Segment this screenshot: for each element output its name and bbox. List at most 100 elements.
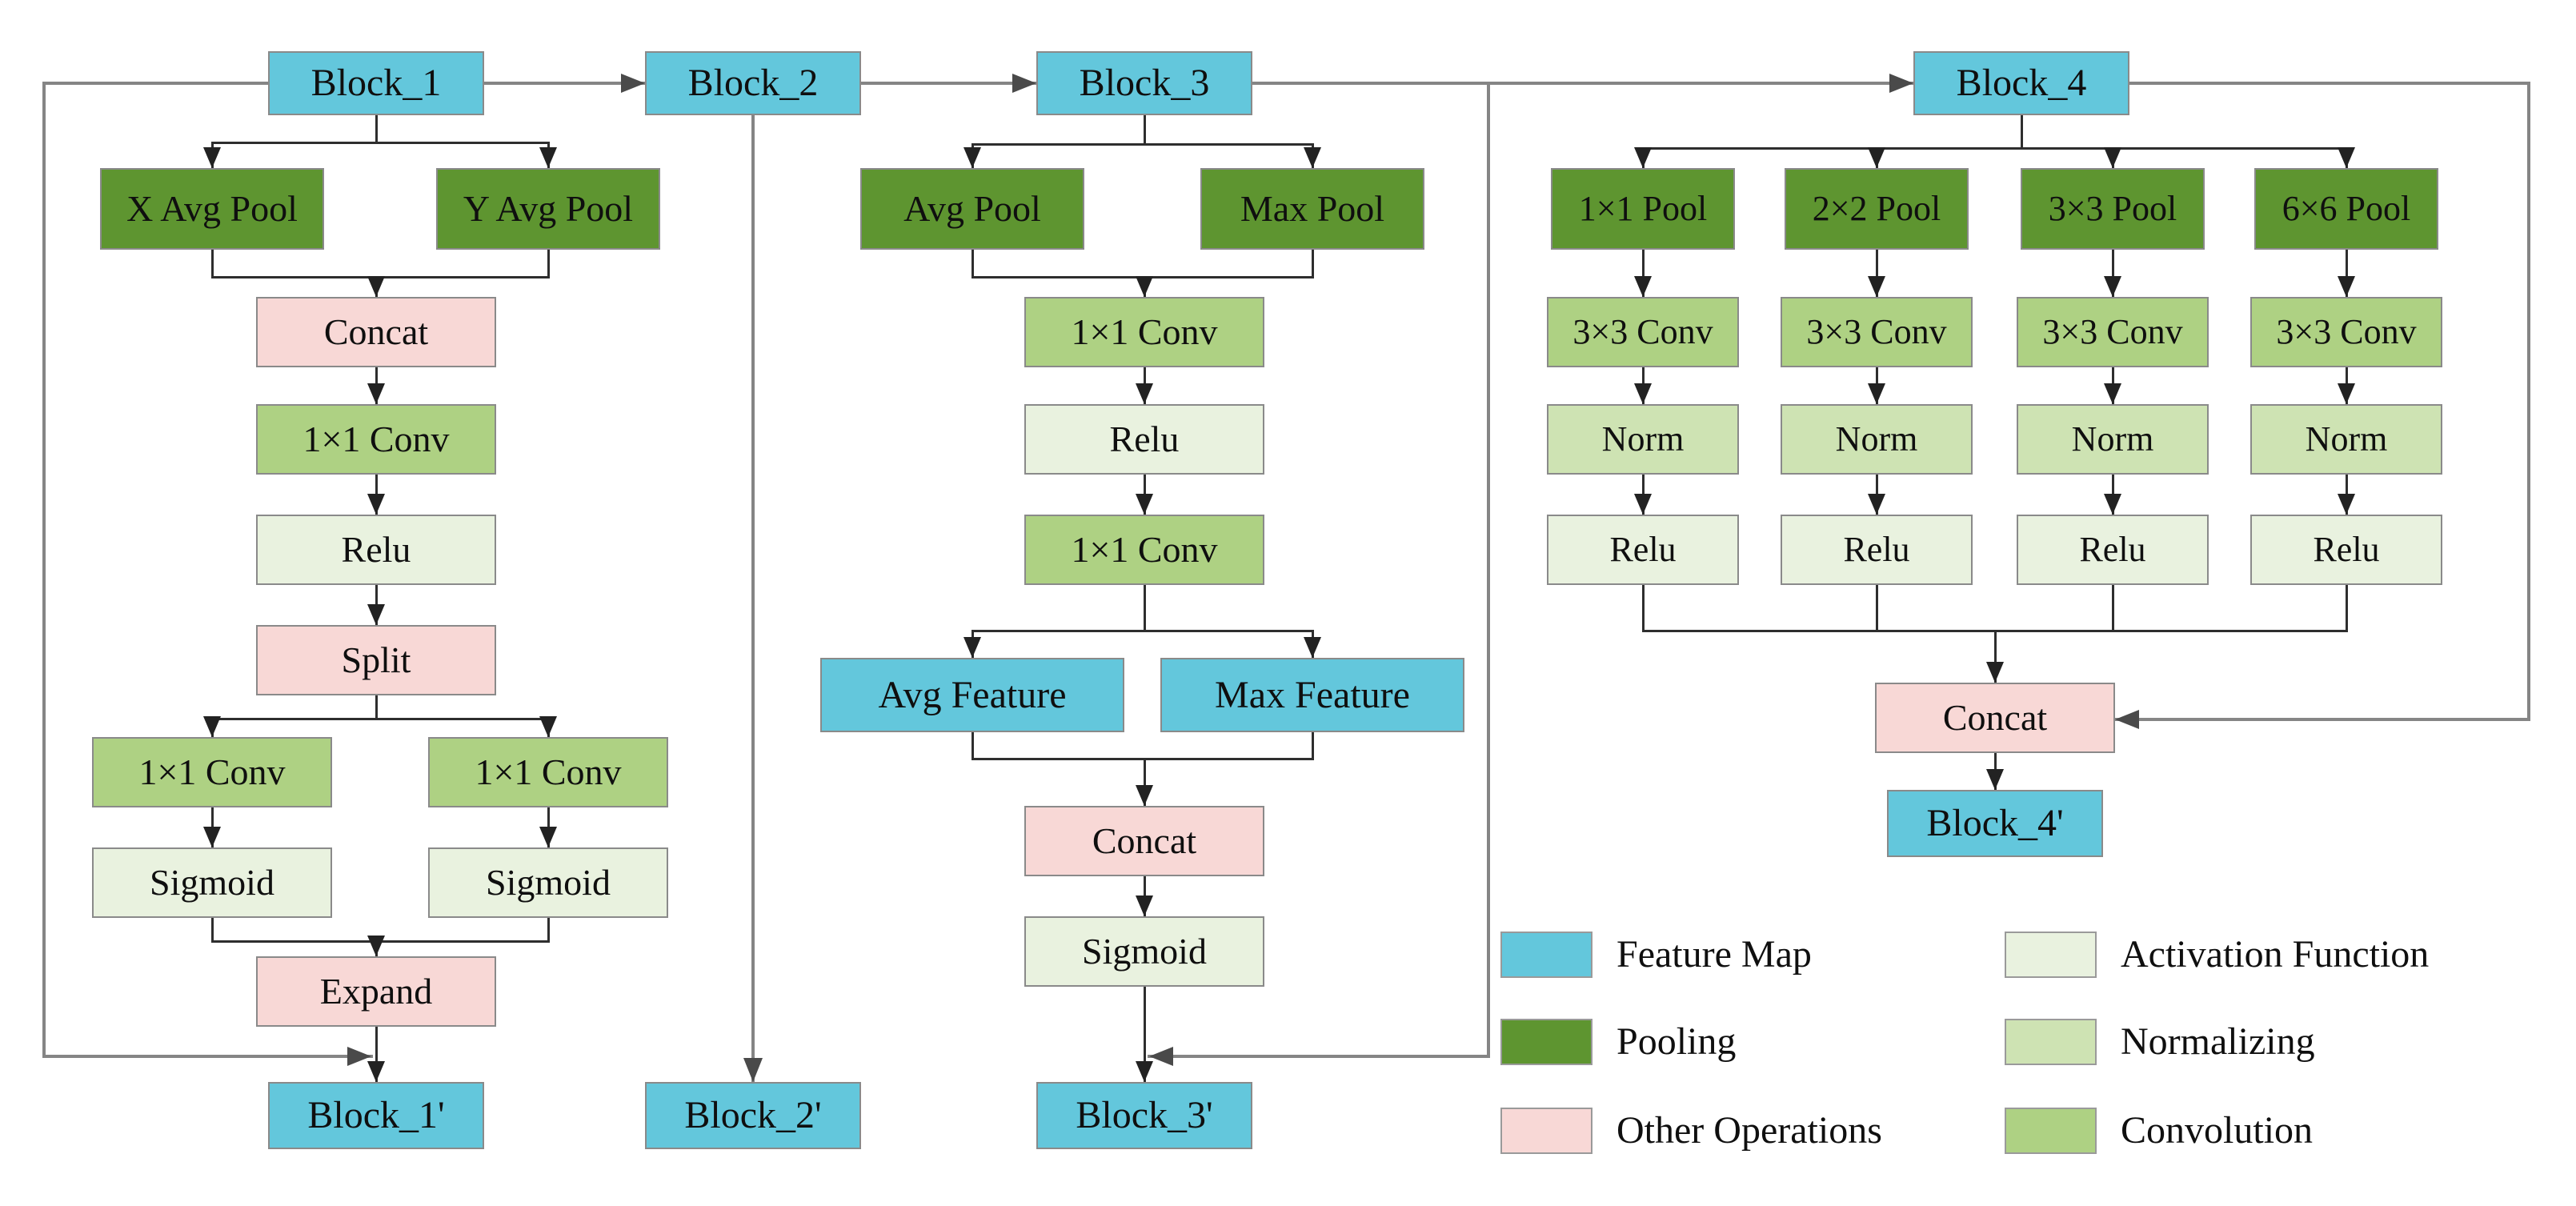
connector-line bbox=[42, 82, 46, 1058]
node-block-3-prime: Block_3' bbox=[1036, 1082, 1252, 1149]
node-pool-2x2: 2×2 Pool bbox=[1785, 168, 1969, 250]
arrow-line bbox=[971, 629, 1314, 632]
arrow-line bbox=[1641, 248, 1645, 298]
arrowhead-icon bbox=[2115, 710, 2139, 729]
node-b4-conv-4: 3×3 Conv bbox=[2250, 297, 2442, 367]
arrowhead-icon bbox=[1136, 785, 1153, 806]
arrowhead-icon bbox=[1868, 383, 1885, 404]
node-pool-3x3: 3×3 Pool bbox=[2021, 168, 2205, 250]
node-max-feature: Max Feature bbox=[1160, 658, 1464, 732]
arrow-line bbox=[971, 757, 1314, 760]
arrow-line bbox=[547, 916, 550, 943]
arrowhead-icon bbox=[367, 604, 385, 625]
arrow-line bbox=[2111, 248, 2114, 298]
node-block-2-prime: Block_2' bbox=[645, 1082, 861, 1149]
arrow-line bbox=[2345, 583, 2348, 632]
legend-swatch-normalizing bbox=[2005, 1019, 2097, 1065]
arrow-line bbox=[971, 142, 1314, 146]
arrowhead-icon bbox=[367, 494, 385, 515]
arrow-line bbox=[210, 141, 550, 144]
node-avg-pool: Avg Pool bbox=[860, 168, 1084, 250]
legend-swatch-pooling bbox=[1500, 1019, 1592, 1065]
connector-line bbox=[1251, 82, 1915, 85]
arrow-line bbox=[971, 248, 974, 278]
arrow-line bbox=[1993, 629, 1997, 684]
node-b4-norm-2: Norm bbox=[1781, 404, 1973, 475]
arrowhead-icon bbox=[963, 147, 981, 168]
arrow-line bbox=[2111, 583, 2114, 632]
node-block-1: Block_1 bbox=[268, 51, 484, 115]
node-b4-concat: Concat bbox=[1875, 683, 2115, 753]
legend-label: Pooling bbox=[1617, 1020, 1737, 1063]
node-block-4: Block_4 bbox=[1913, 51, 2129, 115]
arrowhead-icon bbox=[1136, 383, 1153, 404]
node-b1-concat: Concat bbox=[256, 297, 496, 367]
arrowhead-icon bbox=[963, 637, 981, 658]
arrowhead-icon bbox=[1634, 147, 1652, 168]
connector-line bbox=[2113, 718, 2530, 721]
arrow-line bbox=[375, 1025, 378, 1084]
arrow-line bbox=[971, 731, 974, 760]
node-block-2: Block_2 bbox=[645, 51, 861, 115]
arrowhead-icon bbox=[367, 276, 385, 297]
arrowhead-icon bbox=[2338, 383, 2355, 404]
arrowhead-icon bbox=[539, 827, 557, 847]
connector-line bbox=[1148, 1055, 1490, 1058]
arrowhead-icon bbox=[539, 716, 557, 737]
arrowhead-icon bbox=[203, 716, 221, 737]
node-max-pool: Max Pool bbox=[1200, 168, 1424, 250]
arrowhead-icon bbox=[2338, 276, 2355, 297]
connector-line bbox=[751, 114, 755, 1084]
arrow-line bbox=[547, 248, 550, 278]
node-b3-concat: Concat bbox=[1024, 806, 1264, 876]
arrow-line bbox=[2020, 114, 2023, 150]
arrow-line bbox=[210, 916, 214, 943]
arrowhead-icon bbox=[2104, 383, 2121, 404]
arrow-line bbox=[375, 694, 378, 720]
node-b4-relu-3: Relu bbox=[2017, 515, 2209, 585]
node-b4-relu-2: Relu bbox=[1781, 515, 1973, 585]
node-b3-relu: Relu bbox=[1024, 404, 1264, 475]
arrow-line bbox=[1143, 757, 1146, 807]
arrowhead-icon bbox=[1304, 147, 1321, 168]
arrowhead-icon bbox=[2338, 494, 2355, 515]
node-b1-sigmoid-right: Sigmoid bbox=[428, 847, 668, 918]
arrow-line bbox=[1143, 114, 1146, 146]
node-b4-conv-2: 3×3 Conv bbox=[1781, 297, 1973, 367]
node-pool-1x1: 1×1 Pool bbox=[1551, 168, 1735, 250]
arrowhead-icon bbox=[2104, 147, 2121, 168]
node-block-3: Block_3 bbox=[1036, 51, 1252, 115]
node-b1-conv: 1×1 Conv bbox=[256, 404, 496, 475]
arrowhead-icon bbox=[1889, 74, 1913, 93]
node-pool-6x6: 6×6 Pool bbox=[2254, 168, 2438, 250]
arrowhead-icon bbox=[1868, 494, 1885, 515]
node-b3-sigmoid: Sigmoid bbox=[1024, 916, 1264, 987]
arrowhead-icon bbox=[743, 1058, 763, 1082]
connector-line bbox=[2527, 82, 2530, 721]
connector-line bbox=[859, 82, 1038, 85]
arrowhead-icon bbox=[367, 383, 385, 404]
arrowhead-icon bbox=[1986, 769, 2004, 790]
arrowhead-icon bbox=[367, 936, 385, 956]
arrow-line bbox=[1311, 731, 1314, 760]
arrowhead-icon bbox=[1634, 276, 1652, 297]
node-b4-norm-4: Norm bbox=[2250, 404, 2442, 475]
node-b4-conv-3: 3×3 Conv bbox=[2017, 297, 2209, 367]
arrowhead-icon bbox=[1868, 147, 1885, 168]
arrowhead-icon bbox=[1868, 276, 1885, 297]
arrowhead-icon bbox=[367, 1061, 385, 1082]
node-b1-relu: Relu bbox=[256, 515, 496, 585]
node-x-avg-pool: X Avg Pool bbox=[100, 168, 324, 250]
node-b4-norm-1: Norm bbox=[1547, 404, 1739, 475]
arrowhead-icon bbox=[1634, 383, 1652, 404]
node-b3-conv1: 1×1 Conv bbox=[1024, 297, 1264, 367]
arrowhead-icon bbox=[1136, 494, 1153, 515]
node-b4-relu-1: Relu bbox=[1547, 515, 1739, 585]
arrow-line bbox=[1311, 248, 1314, 278]
node-avg-feature: Avg Feature bbox=[820, 658, 1124, 732]
node-b4-norm-3: Norm bbox=[2017, 404, 2209, 475]
connector-line bbox=[483, 82, 647, 85]
arrowhead-icon bbox=[1136, 895, 1153, 916]
arrow-line bbox=[1641, 146, 2348, 150]
